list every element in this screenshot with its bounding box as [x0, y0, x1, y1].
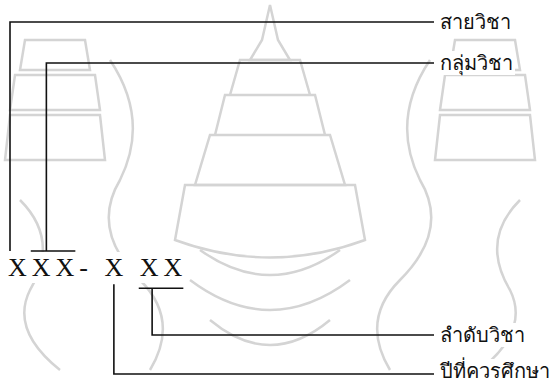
emblem-swirls	[190, 250, 350, 345]
field-label: สายวิชา	[438, 10, 513, 34]
year-label: ปีที่ควรศึกษา	[438, 359, 552, 383]
order-label: ลำดับวิชา	[438, 323, 527, 347]
umbrella-left	[5, 40, 105, 160]
group-label: กลุ่มวิชา	[438, 51, 515, 75]
scroll-right	[377, 60, 431, 370]
emblem-crown	[175, 185, 365, 258]
leader-line	[139, 288, 434, 335]
leader-line	[114, 284, 434, 374]
course-code: XXX- X XX	[6, 252, 189, 283]
emblem-tiers	[195, 60, 345, 185]
leader-line	[31, 63, 434, 251]
umbrella-right	[435, 40, 535, 160]
leader-line	[10, 22, 434, 251]
scroll-left	[109, 60, 163, 370]
emblem-spire	[250, 5, 290, 60]
